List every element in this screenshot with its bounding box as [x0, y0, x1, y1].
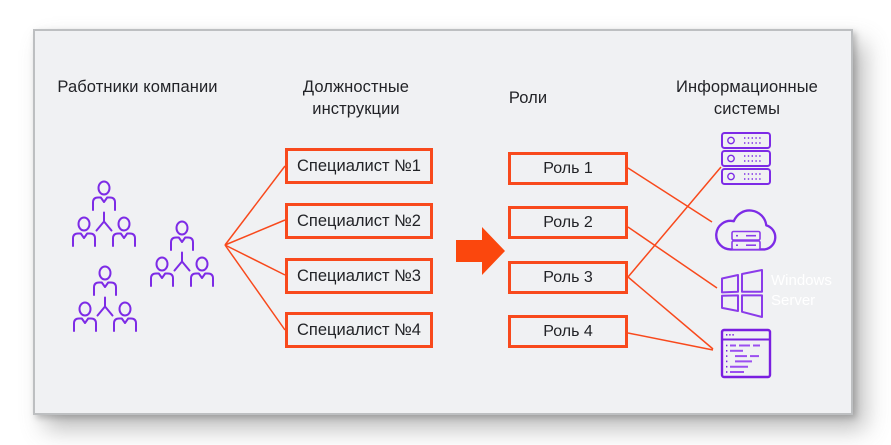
column-header-roles: Роли: [508, 89, 548, 107]
specialist-box-1: Специалист №1: [285, 148, 433, 184]
column-header-employees: Работники компании: [57, 78, 218, 96]
role-box-3: Роль 3: [508, 261, 628, 294]
specialist-box-2: Специалист №2: [285, 203, 433, 239]
column-header-systems: Информационные системы: [676, 78, 818, 118]
specialist-box-3: Специалист №3: [285, 258, 433, 294]
column-header-job-descriptions: Должностные инструкции: [302, 78, 410, 118]
windows-server-label: Windows Server: [771, 272, 832, 309]
role-box-1: Роль 1: [508, 152, 628, 185]
specialist-box-4: Специалист №4: [285, 312, 433, 348]
role-box-2: Роль 2: [508, 206, 628, 239]
role-box-4: Роль 4: [508, 315, 628, 348]
